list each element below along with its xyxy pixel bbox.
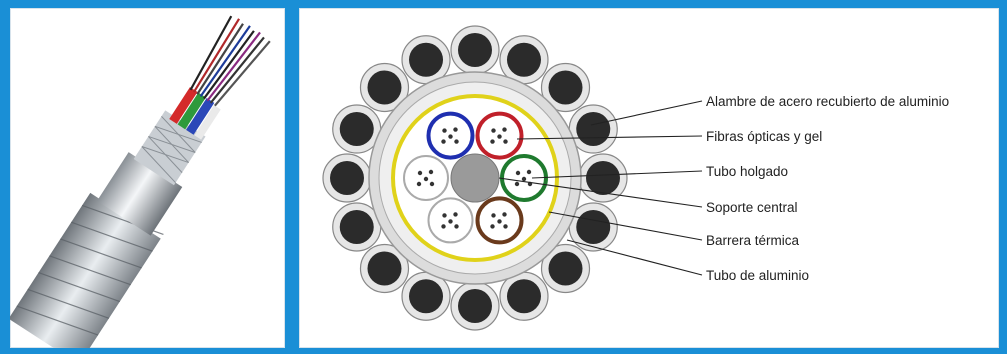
optical-fibre	[453, 212, 457, 216]
optical-fibre	[448, 134, 452, 138]
optical-fibre	[502, 212, 506, 216]
optical-fibre	[454, 139, 458, 143]
optical-fibre	[497, 219, 501, 223]
optical-fibre	[490, 224, 494, 228]
optical-fibre	[515, 182, 519, 186]
label-fibres-gel: Fibras ópticas y gel	[706, 129, 822, 144]
optical-fibre	[430, 182, 434, 186]
label-aluminum-tube: Tubo de aluminio	[706, 268, 809, 283]
optical-fibre	[454, 224, 458, 228]
optical-fibre	[522, 177, 526, 181]
optical-fibre	[516, 171, 520, 175]
loose-tube	[429, 114, 473, 158]
optical-fibre	[442, 213, 446, 217]
optical-fibre	[491, 128, 495, 132]
optical-fibre	[491, 213, 495, 217]
optical-fibre	[442, 128, 446, 132]
loose-tube	[478, 198, 522, 242]
optical-fibre	[497, 134, 501, 138]
steel-wire	[323, 154, 371, 202]
loose-tube	[478, 114, 522, 158]
optical-fibre	[417, 182, 421, 186]
cable-cross-section: Alambre de acero recubierto de aluminio …	[299, 8, 999, 348]
label-loose-tube: Tubo holgado	[706, 164, 788, 179]
cross-section-panel: Alambre de acero recubierto de aluminio …	[299, 8, 999, 348]
label-thermal-barrier: Barrera térmica	[706, 233, 800, 248]
labels: Alambre de acero recubierto de aluminio …	[706, 94, 949, 283]
steel-wire	[451, 26, 499, 74]
optical-fibre	[441, 139, 445, 143]
optical-fibre	[429, 170, 433, 174]
label-central-support: Soporte central	[706, 200, 798, 215]
steel-wire	[451, 282, 499, 330]
cable-photo-panel	[10, 8, 285, 348]
optical-fibre	[418, 171, 422, 175]
loose-tube	[404, 156, 448, 200]
optical-fibre	[441, 224, 445, 228]
loose-tube	[429, 198, 473, 242]
optical-fibre	[502, 127, 506, 131]
optical-fibre	[490, 139, 494, 143]
optical-fibre	[448, 219, 452, 223]
central-support	[451, 154, 499, 202]
optical-fibre	[503, 224, 507, 228]
cable-photo	[10, 8, 285, 348]
optical-fibre	[424, 177, 428, 181]
optical-fibre	[503, 139, 507, 143]
optical-fibre	[527, 170, 531, 174]
optical-fibre	[453, 127, 457, 131]
label-steel-wire: Alambre de acero recubierto de aluminio	[706, 94, 949, 109]
